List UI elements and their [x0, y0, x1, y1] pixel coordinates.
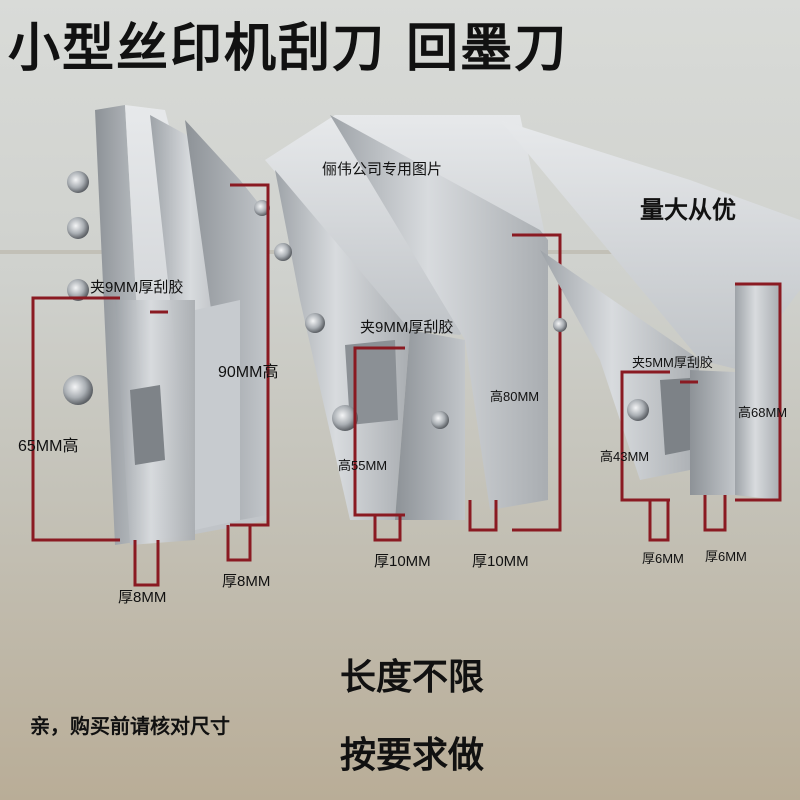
promo-custom-order: 按要求做 [340, 735, 485, 776]
page-title: 小型丝印机刮刀 回墨刀 [8, 19, 569, 79]
bolt-icon [254, 200, 270, 216]
holder-medium-thick-right: 厚10MM [472, 553, 529, 570]
bulk-discount-badge: 量大从优 [640, 196, 736, 224]
bolt-icon [63, 375, 93, 405]
holder-small-height-left: 高43MM [600, 449, 650, 464]
bolt-icon [332, 405, 358, 431]
holder-small-thick-left: 厚6MM [642, 551, 684, 566]
holder-large-thick-right: 厚8MM [222, 573, 271, 590]
holder-large-height-left: 65MM高 [18, 438, 79, 455]
bolt-icon [305, 313, 325, 333]
bolt-icon [627, 399, 649, 421]
holder-medium [265, 115, 562, 542]
bolt-icon [431, 411, 449, 429]
holder-large-thick-left: 厚8MM [118, 589, 167, 606]
holder-large-clamp-label: 夹9MM厚刮胶 [90, 279, 184, 296]
bolt-icon [67, 171, 89, 193]
holder-medium-clamp-label: 夹9MM厚刮胶 [360, 319, 454, 336]
holder-large [31, 105, 270, 587]
holder-small-height-right: 高68MM [738, 405, 788, 420]
holder-small [500, 120, 800, 542]
bolt-icon [274, 243, 292, 261]
bolt-icon [553, 318, 567, 332]
bolt-icon [67, 217, 89, 239]
watermark: 俪伟公司专用图片 [322, 160, 443, 178]
holder-medium-height-left: 高55MM [338, 458, 388, 473]
holder-medium-thick-left: 厚10MM [374, 553, 431, 570]
holder-small-thick-right: 厚6MM [705, 549, 747, 564]
holder-small-clamp-label: 夹5MM厚刮胶 [632, 355, 713, 370]
promo-unlimited-length: 长度不限 [340, 657, 485, 698]
check-size-note: 亲，购买前请核对尺寸 [30, 714, 230, 738]
holder-medium-height-right: 高80MM [490, 389, 540, 404]
bolt-icon [67, 279, 89, 301]
holder-large-height-right: 90MM高 [218, 364, 279, 381]
